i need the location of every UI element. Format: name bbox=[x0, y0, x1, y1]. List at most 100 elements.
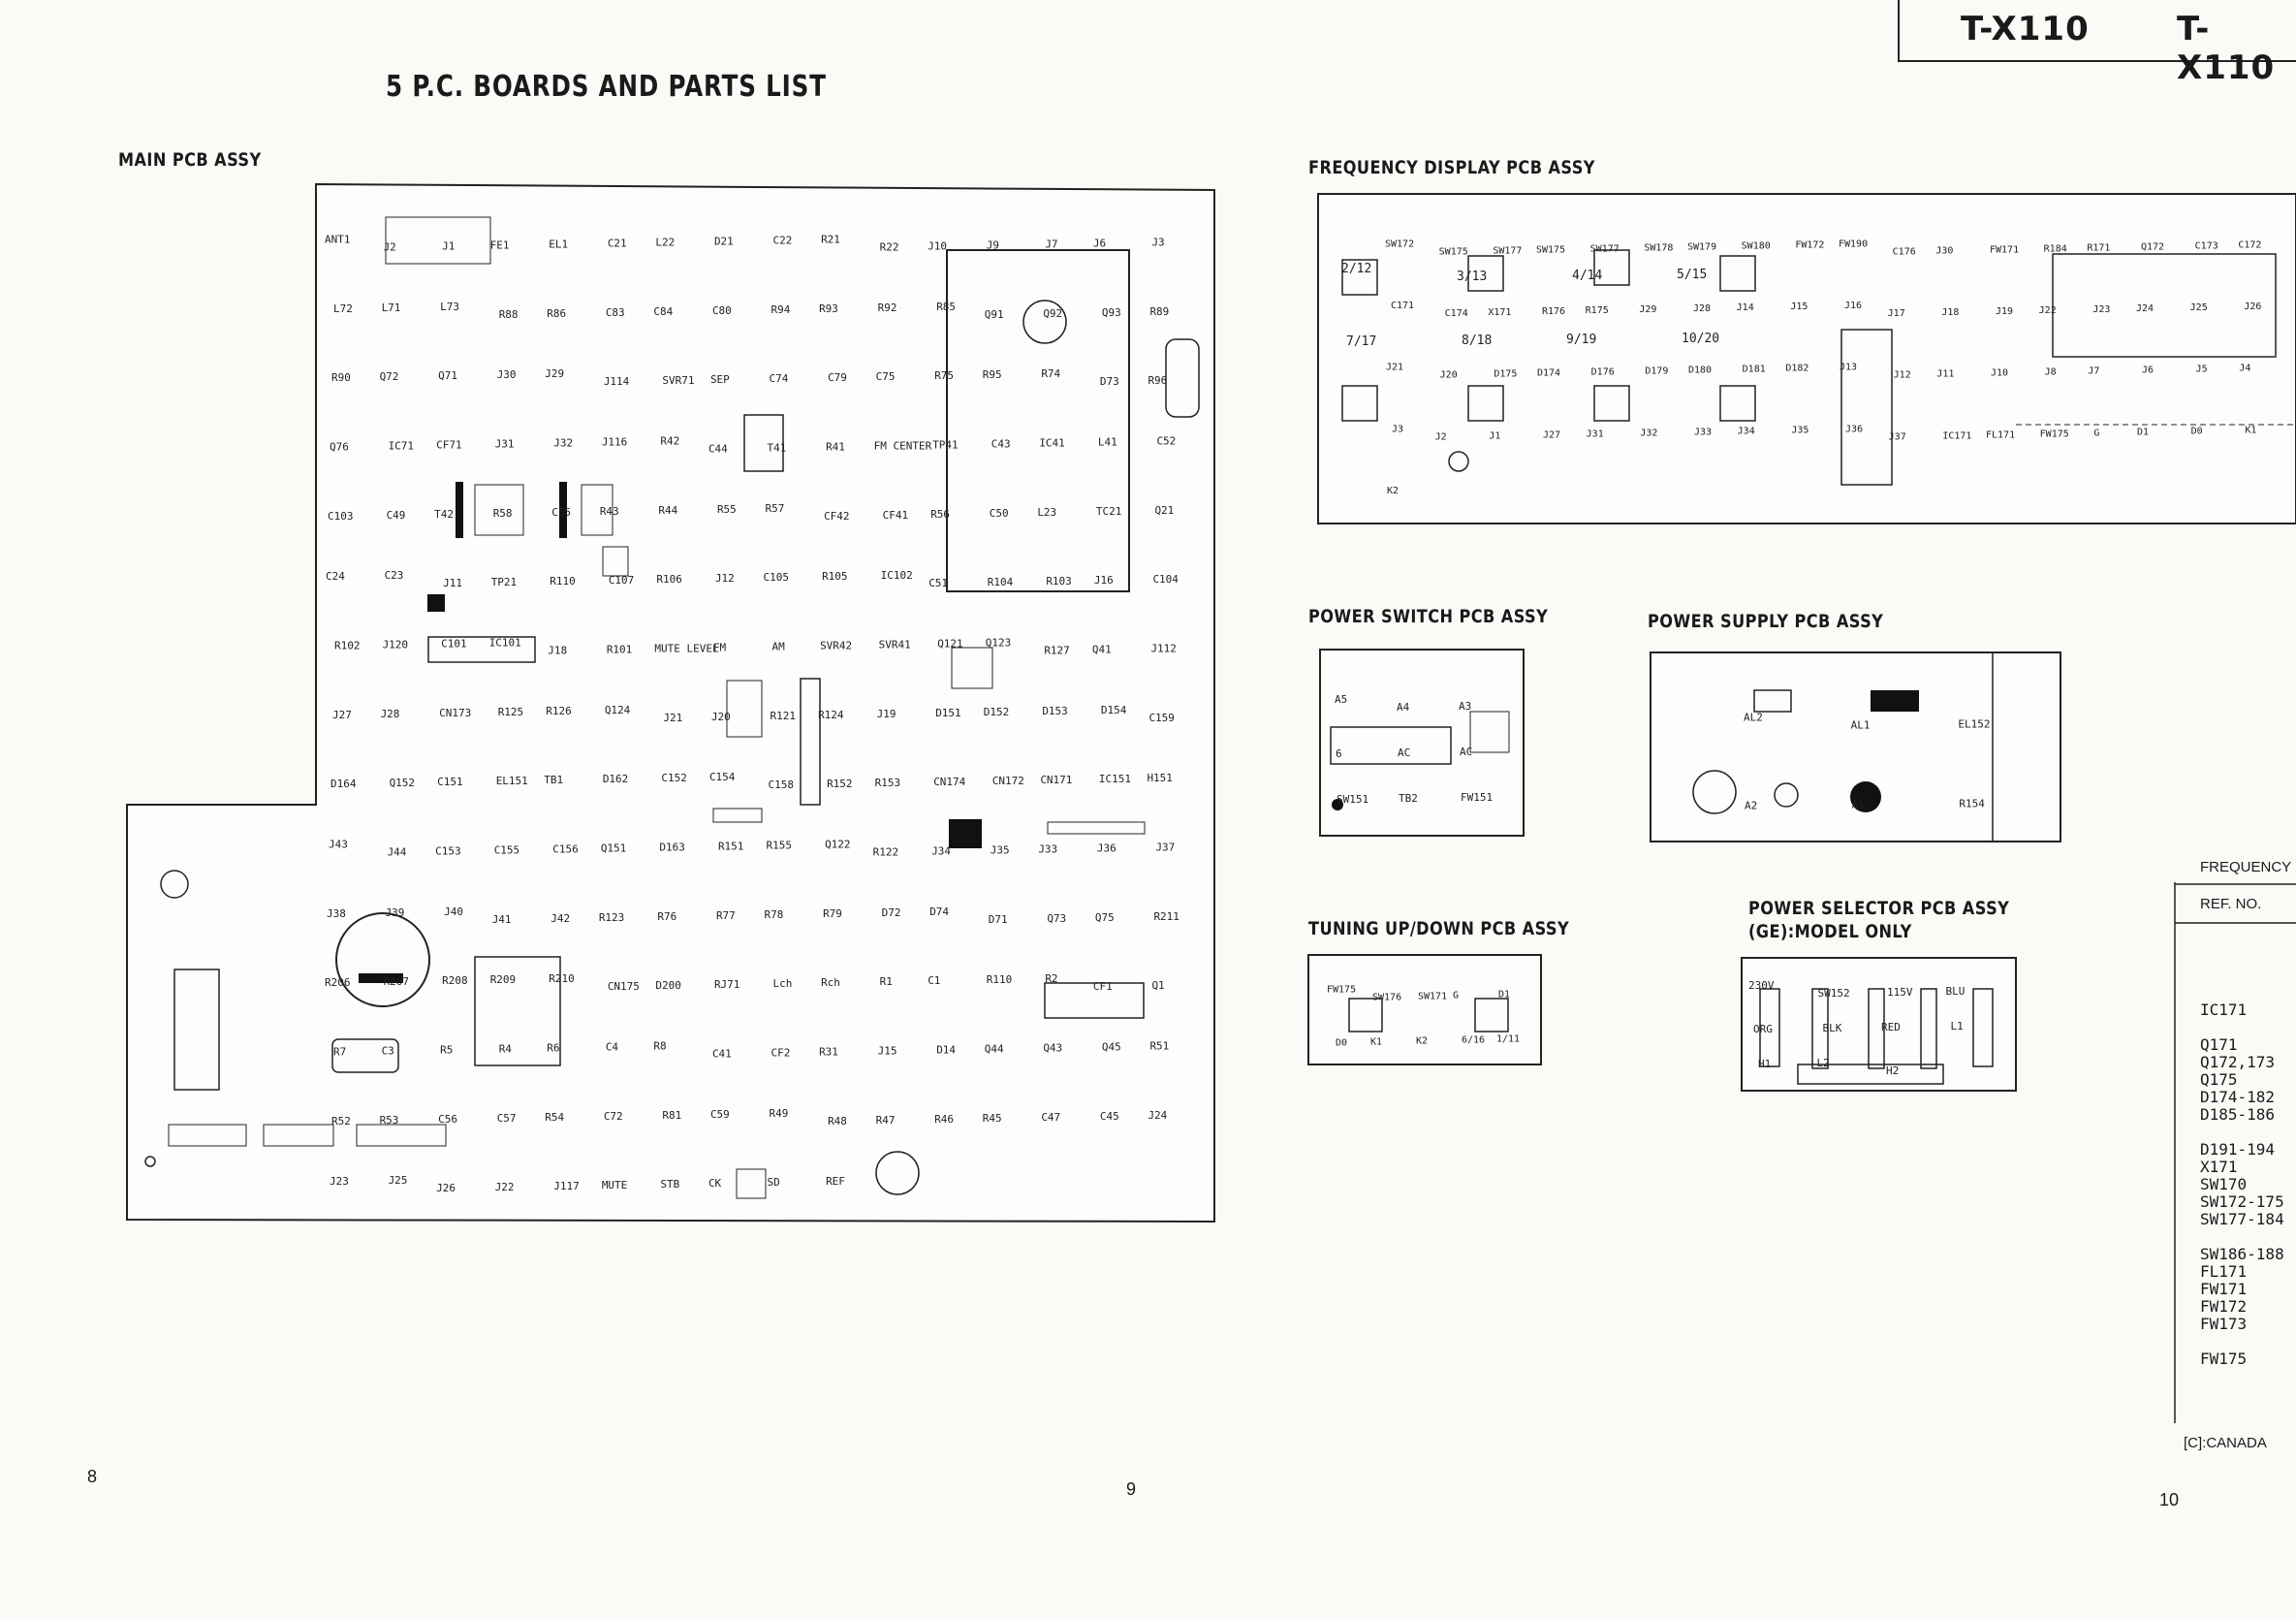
main-component-label: J30 bbox=[497, 368, 517, 381]
ref-no-item: FW173 bbox=[2200, 1315, 2248, 1333]
page-number-right: 10 bbox=[2159, 1490, 2180, 1509]
ref-no-item: FW175 bbox=[2200, 1350, 2248, 1368]
main-component-label: J22 bbox=[495, 1181, 515, 1193]
main-component-label: C151 bbox=[437, 776, 463, 788]
main-component-label: J38 bbox=[327, 907, 346, 920]
frequency-component-label: D175 bbox=[1494, 369, 1517, 380]
frequency-component-label: SW175 bbox=[1536, 245, 1565, 256]
main-component-label: D154 bbox=[1101, 704, 1127, 716]
main-component-label: D153 bbox=[1042, 705, 1068, 717]
main-component-label: J116 bbox=[602, 436, 628, 449]
main-component-label: R101 bbox=[607, 644, 633, 656]
frequency-component-label: J32 bbox=[1640, 428, 1657, 438]
frequency-component-label: SW178 bbox=[1644, 243, 1673, 254]
frequency-component-label: J17 bbox=[1888, 308, 1905, 319]
frequency-component-label: J33 bbox=[1694, 427, 1712, 437]
ref-no-item: D191-194 bbox=[2200, 1140, 2276, 1159]
main-component-label: J42 bbox=[550, 912, 570, 925]
main-component-label: Q21 bbox=[1154, 504, 1174, 517]
main-component-label: C45 bbox=[1100, 1110, 1119, 1123]
power-selector-component-label: L2 bbox=[1817, 1057, 1830, 1069]
tuning-component-label: 6/16 bbox=[1462, 1035, 1485, 1046]
main-component-label: J120 bbox=[383, 639, 409, 651]
frequency-component-label: J35 bbox=[1791, 425, 1808, 435]
main-component-label: CF41 bbox=[883, 509, 909, 522]
tuning-component-label: D0 bbox=[1336, 1038, 1347, 1049]
main-component-label: J44 bbox=[388, 846, 407, 859]
main-component-label: R208 bbox=[442, 974, 468, 987]
main-component-label: J6 bbox=[1093, 238, 1106, 250]
main-component-label: C154 bbox=[709, 771, 736, 783]
main-component-label: L73 bbox=[440, 301, 459, 313]
main-component-label: EL151 bbox=[496, 775, 528, 787]
power-selector-component-label: L1 bbox=[1951, 1020, 1964, 1032]
ref-no-item bbox=[2200, 1019, 2284, 1036]
power-supply-component-label: A2 bbox=[1745, 800, 1757, 812]
ref-no-item: Q175 bbox=[2200, 1070, 2238, 1089]
main-component-label: Q152 bbox=[390, 777, 416, 789]
main-component-label: J11 bbox=[443, 577, 462, 589]
main-component-label: IC101 bbox=[489, 637, 521, 650]
main-component-label: CK bbox=[708, 1177, 722, 1190]
frequency-component-label: FW171 bbox=[1990, 245, 2019, 256]
main-component-label: IC151 bbox=[1099, 773, 1131, 785]
power-switch-component-label: A3 bbox=[1459, 700, 1471, 713]
main-component-label: T41 bbox=[768, 442, 787, 455]
frequency-component-label: FW175 bbox=[2040, 429, 2069, 439]
tuning-component-label: K2 bbox=[1416, 1036, 1428, 1047]
frequency-component-label: SW172 bbox=[1385, 239, 1414, 250]
main-component-label: Q91 bbox=[985, 308, 1004, 321]
main-component-label: R74 bbox=[1041, 367, 1060, 380]
main-component-label: R77 bbox=[716, 909, 736, 922]
main-component-label: R31 bbox=[819, 1046, 838, 1059]
main-component-label: C105 bbox=[764, 571, 790, 584]
main-component-label: C3 bbox=[382, 1045, 394, 1058]
main-component-label: R123 bbox=[599, 911, 625, 924]
power-switch-pcb-title: POWER SWITCH PCB ASSY bbox=[1308, 606, 1549, 627]
main-component-label: C47 bbox=[1041, 1111, 1060, 1124]
frequency-component-label: D180 bbox=[1688, 365, 1712, 376]
tuning-component-label: FW175 bbox=[1327, 985, 1356, 996]
main-component-label: R90 bbox=[331, 371, 351, 384]
frequency-component-label: J18 bbox=[1941, 307, 1959, 318]
tuner-frontend bbox=[946, 249, 1130, 592]
main-component-label: R1 bbox=[880, 975, 893, 988]
frequency-switch-label: 4/14 bbox=[1572, 269, 1602, 283]
main-component-label: R121 bbox=[771, 710, 797, 722]
main-component-label: R210 bbox=[549, 972, 575, 985]
frequency-component-label: Q172 bbox=[2141, 242, 2164, 253]
ref-no-item: Q171 bbox=[2200, 1035, 2238, 1054]
main-component-label: C152 bbox=[661, 772, 687, 784]
main-component-label: CF42 bbox=[824, 510, 850, 523]
main-component-label: R51 bbox=[1149, 1040, 1169, 1053]
main-component-label: J117 bbox=[553, 1180, 580, 1192]
main-component-label: Q45 bbox=[1102, 1041, 1121, 1054]
main-pcb-title: MAIN PCB ASSY bbox=[118, 149, 262, 171]
main-component-label: J15 bbox=[878, 1045, 897, 1058]
main-component-label: J12 bbox=[715, 572, 735, 585]
power-supply-component-label: A1 bbox=[1852, 799, 1865, 811]
frequency-component-label: J34 bbox=[1738, 426, 1755, 436]
frequency-switch-label: 2/12 bbox=[1341, 262, 1371, 276]
power-switch-component-label: A4 bbox=[1397, 701, 1410, 714]
main-component-label: R127 bbox=[1044, 645, 1070, 657]
main-component-label: C72 bbox=[604, 1110, 623, 1123]
main-component-label: R95 bbox=[983, 368, 1002, 381]
frequency-component-label: SW175 bbox=[1439, 247, 1468, 258]
frequency-component-label: D1 bbox=[2137, 427, 2149, 437]
tuning-component-label: 1/11 bbox=[1496, 1034, 1520, 1045]
main-component-label: C23 bbox=[385, 569, 404, 582]
frequency-panel-heading: FREQUENCY bbox=[2200, 859, 2292, 875]
ref-no-item: Q172,173 bbox=[2200, 1053, 2276, 1071]
main-component-label: CN173 bbox=[439, 707, 471, 719]
main-component-label: C56 bbox=[438, 1113, 457, 1126]
main-component-label: R211 bbox=[1153, 910, 1179, 923]
main-component-label: Q73 bbox=[1047, 912, 1066, 925]
main-component-label: C44 bbox=[708, 443, 728, 456]
main-component-label: R102 bbox=[334, 640, 361, 652]
main-component-label: R2 bbox=[1045, 972, 1057, 985]
main-component-label: R103 bbox=[1046, 575, 1072, 588]
frequency-component-label: J13 bbox=[1840, 363, 1857, 373]
main-component-label: R93 bbox=[819, 302, 838, 315]
